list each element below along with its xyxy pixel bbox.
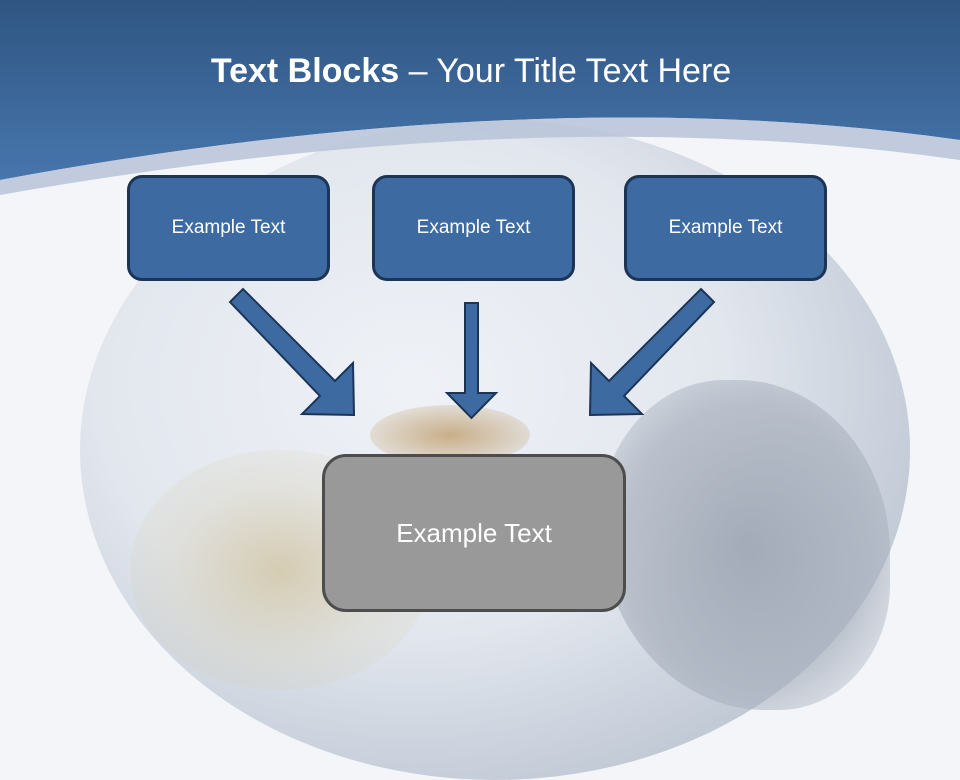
header-banner [0,0,960,195]
arrow-down-icon [444,302,499,420]
title-separator: – [399,52,437,90]
center-text-block-label: Example Text [396,517,552,548]
globe-landmass-shade [600,380,890,710]
page-title: Text Blocks – Your Title Text Here [0,52,942,91]
arrows-layer [228,287,716,420]
center-text-block[interactable]: Example Text [322,454,626,612]
title-rest: Your Title Text Here [436,52,732,90]
text-block-center[interactable]: Example Text [372,175,575,281]
arrow-down-right-icon [228,287,356,417]
text-block-label: Example Text [416,217,531,238]
text-block-left[interactable]: Example Text [127,175,330,281]
arrow-down-left-icon [588,287,716,417]
text-block-right[interactable]: Example Text [624,175,827,281]
text-block-label: Example Text [171,217,286,238]
text-block-label: Example Text [668,217,783,238]
title-bold: Text Blocks [210,52,400,90]
